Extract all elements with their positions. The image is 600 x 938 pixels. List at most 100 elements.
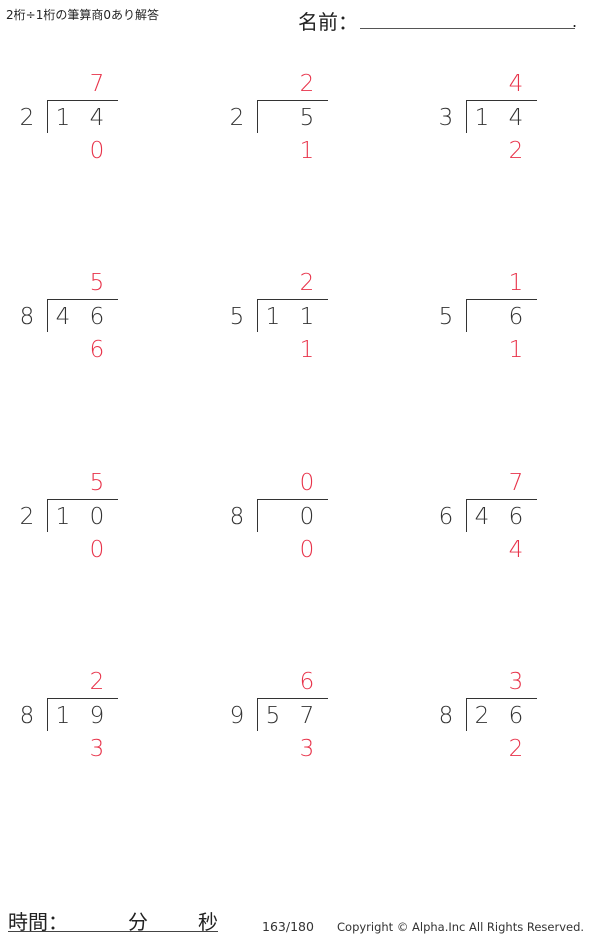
name-terminator: . xyxy=(572,12,578,31)
division-problem: 0 8 0 0 xyxy=(220,459,420,569)
dividend-ones: 0 xyxy=(299,504,315,530)
division-bar xyxy=(47,698,118,699)
seconds-label: 秒 xyxy=(198,910,218,934)
dividend-tens: 1 xyxy=(265,304,281,330)
page-number: 163/180 xyxy=(262,919,314,934)
remainder: 0 xyxy=(299,537,315,563)
divisor: 2 xyxy=(19,105,35,131)
divisor: 8 xyxy=(19,304,35,330)
dividend-ones: 6 xyxy=(508,304,524,330)
dividend-tens: 1 xyxy=(55,703,71,729)
division-bracket xyxy=(466,499,467,532)
worksheet-title: 2桁÷1桁の筆算商0あり解答 xyxy=(6,8,159,22)
remainder: 0 xyxy=(89,138,105,164)
dividend-ones: 9 xyxy=(89,703,105,729)
divisor: 5 xyxy=(438,304,454,330)
quotient: 7 xyxy=(89,71,105,97)
division-bar xyxy=(466,299,537,300)
remainder: 1 xyxy=(299,337,315,363)
dividend-ones: 1 xyxy=(299,304,315,330)
division-bar xyxy=(257,100,328,101)
division-bracket xyxy=(466,100,467,133)
division-bar xyxy=(257,299,328,300)
dividend-ones: 6 xyxy=(89,304,105,330)
remainder: 4 xyxy=(508,537,524,563)
quotient: 7 xyxy=(508,470,524,496)
quotient: 2 xyxy=(89,669,105,695)
division-bar xyxy=(466,100,537,101)
remainder: 2 xyxy=(508,736,524,762)
division-bracket xyxy=(257,499,258,532)
divisor: 6 xyxy=(438,504,454,530)
division-bar xyxy=(257,499,328,500)
division-bar xyxy=(466,698,537,699)
dividend-ones: 0 xyxy=(89,504,105,530)
division-bracket xyxy=(466,299,467,332)
name-label: 名前： xyxy=(298,10,358,34)
time-label: 時間： xyxy=(8,910,68,934)
division-bracket xyxy=(466,698,467,731)
remainder: 1 xyxy=(508,337,524,363)
quotient: 6 xyxy=(299,669,315,695)
quotient: 3 xyxy=(508,669,524,695)
quotient: 5 xyxy=(89,470,105,496)
dividend-ones: 6 xyxy=(508,504,524,530)
quotient: 2 xyxy=(299,270,315,296)
dividend-ones: 6 xyxy=(508,703,524,729)
quotient: 5 xyxy=(89,270,105,296)
dividend-tens: 2 xyxy=(474,703,490,729)
dividend-tens: 4 xyxy=(55,304,71,330)
divisor: 8 xyxy=(229,504,245,530)
dividend-ones: 7 xyxy=(299,703,315,729)
remainder: 2 xyxy=(508,138,524,164)
dividend-tens: 1 xyxy=(55,105,71,131)
dividend-tens: 1 xyxy=(55,504,71,530)
division-bracket xyxy=(47,299,48,332)
time-underline xyxy=(8,931,218,932)
dividend-tens: 4 xyxy=(474,504,490,530)
quotient: 4 xyxy=(508,71,524,97)
divisor: 8 xyxy=(19,703,35,729)
division-problem: 2 2 5 1 xyxy=(220,60,420,170)
remainder: 6 xyxy=(89,337,105,363)
dividend-ones: 4 xyxy=(89,105,105,131)
division-bracket xyxy=(47,499,48,532)
dividend-ones: 4 xyxy=(508,105,524,131)
division-bar xyxy=(47,100,118,101)
dividend-tens: 5 xyxy=(265,703,281,729)
dividend-ones: 5 xyxy=(299,105,315,131)
division-bar xyxy=(466,499,537,500)
name-field-line[interactable] xyxy=(360,28,575,29)
division-bar xyxy=(257,698,328,699)
divisor: 5 xyxy=(229,304,245,330)
division-bracket xyxy=(257,698,258,731)
remainder: 3 xyxy=(89,736,105,762)
divisor: 2 xyxy=(19,504,35,530)
division-bracket xyxy=(257,299,258,332)
division-bar xyxy=(47,299,118,300)
minutes-label: 分 xyxy=(128,910,148,934)
division-bracket xyxy=(257,100,258,133)
quotient: 1 xyxy=(508,270,524,296)
copyright: Copyright © Alpha.Inc All Rights Reserve… xyxy=(337,920,585,934)
division-bracket xyxy=(47,698,48,731)
remainder: 1 xyxy=(299,138,315,164)
quotient: 0 xyxy=(299,470,315,496)
remainder: 0 xyxy=(89,537,105,563)
division-bar xyxy=(47,499,118,500)
divisor: 8 xyxy=(438,703,454,729)
dividend-tens: 1 xyxy=(474,105,490,131)
division-bracket xyxy=(47,100,48,133)
quotient: 2 xyxy=(299,71,315,97)
divisor: 2 xyxy=(229,105,245,131)
